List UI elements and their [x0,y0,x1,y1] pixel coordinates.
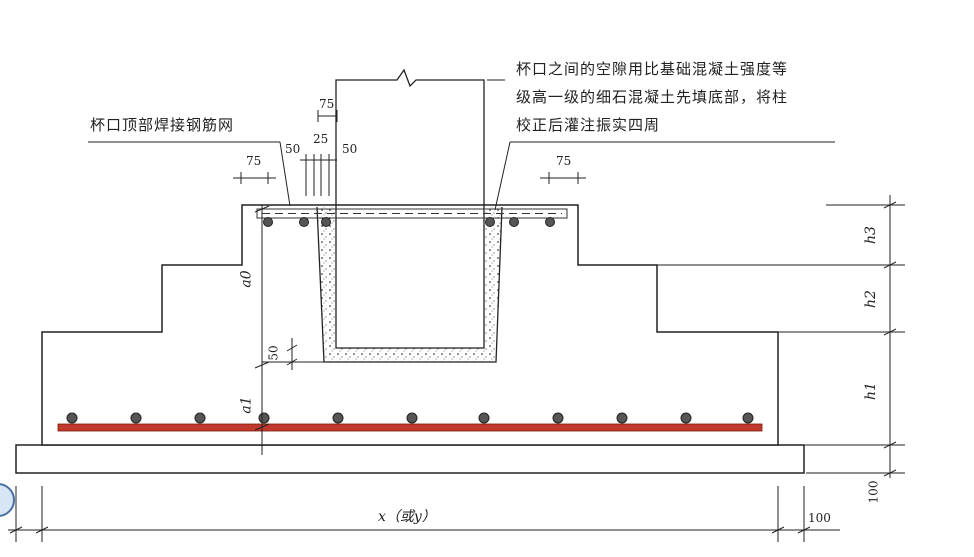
rebar-dot [332,412,344,424]
rebar-dot [258,412,270,424]
dim-bottom-gap-50: 50 [266,345,281,361]
cup-dimension-lines [300,110,338,196]
rebar-dot [406,412,418,424]
right-note-line-3: 校正后灌注振实四周 [516,116,661,134]
left-note: 杯口顶部焊接钢筋网 [90,116,235,134]
cushion-layer [15,444,805,474]
right-note-line-2: 级高一级的细石混凝土先填底部，将柱 [516,88,789,106]
rebar-dot [478,412,490,424]
column-outline [335,68,485,207]
rebar-dot [66,412,78,424]
label-a0: a0 [238,270,255,288]
mesh-rebar-dot [321,217,331,227]
label-a1: a1 [238,396,255,414]
rebar-dot [680,412,692,424]
rebar-dot [742,412,754,424]
cup-socket-inner [335,207,485,349]
dim-edge-100: 100 [808,511,831,525]
mesh-rebar-dot [263,217,273,227]
side-dimension-lines [233,172,586,184]
label-h1: h1 [862,382,879,400]
height-dimension-lines [580,195,905,478]
rebar-dot [552,412,564,424]
rebar-dot [130,412,142,424]
mesh-rebar-dot [509,217,519,227]
mesh-rebar-dot [545,217,555,227]
dim-25: 25 [313,132,329,146]
dim-left-75: 75 [246,154,262,168]
label-h2: h2 [862,290,879,308]
dim-right-75: 75 [556,154,572,168]
internal-vertical-dims [254,205,330,455]
label-h3: h3 [862,226,879,244]
right-note-leader [494,141,511,211]
right-note-line-1: 杯口之间的空隙用比基础混凝土强度等 [516,60,789,78]
width-dimension-lines [8,486,840,542]
mesh-rebar-dot [299,217,309,227]
rebar-dot [194,412,206,424]
dim-50-left: 50 [285,142,301,156]
mesh-rebar-dot [485,217,495,227]
left-note-leader [279,141,291,207]
dim-overall-width: x（或y） [378,509,436,525]
dim-50-right: 50 [342,142,358,156]
dim-top-75: 75 [319,97,335,111]
cup-top-mesh [256,208,568,219]
bottom-rebar [57,423,763,432]
logo-icon [0,483,15,517]
rebar-dot [616,412,628,424]
dim-cushion-100: 100 [866,480,881,504]
